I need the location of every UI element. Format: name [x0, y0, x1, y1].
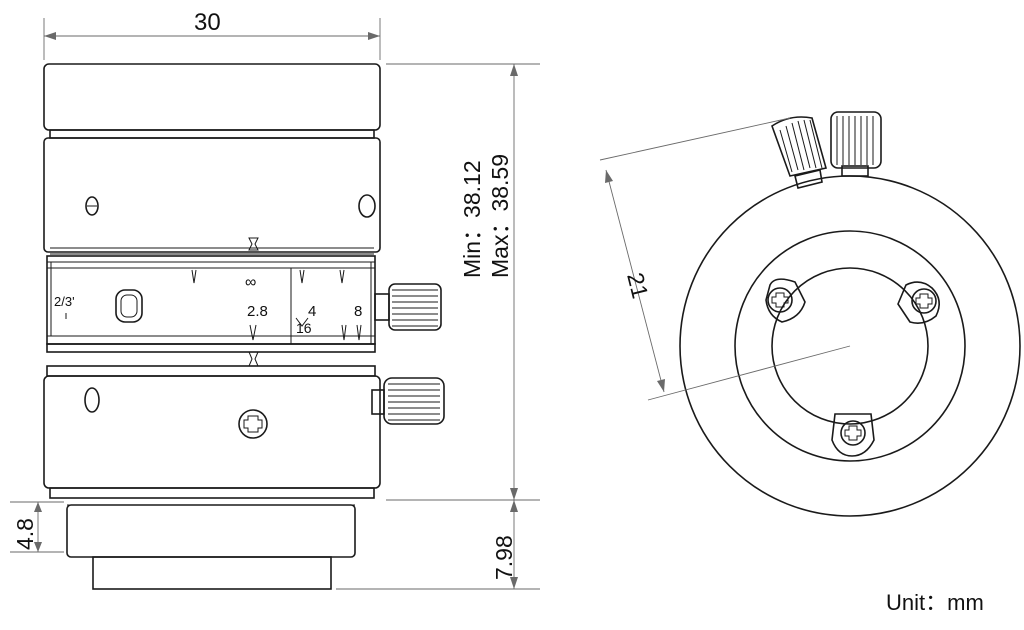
format-label: 2/3'	[54, 294, 75, 309]
rear-barrel	[92, 556, 332, 590]
clamp-screw-right	[897, 281, 940, 324]
flange-ring	[734, 230, 966, 462]
upper-body	[43, 137, 381, 253]
unit-label: Unit：mm	[886, 590, 984, 615]
back-length-dimension: 7.98	[491, 535, 517, 580]
lens-rear-view: 21	[599, 111, 1021, 517]
aperture-8: 8	[354, 303, 362, 320]
diameter-dimension: 21	[622, 270, 653, 301]
width-dimension: 30	[194, 9, 221, 36]
infinity-mark: ∞	[245, 274, 256, 291]
length-min-dimension: Min：38.12	[459, 160, 485, 278]
aperture-2-8: 2.8	[247, 303, 268, 320]
rear-knob-left	[771, 116, 827, 189]
locking-knob-lower	[371, 377, 445, 425]
scale-ring	[46, 255, 376, 345]
aperture-16: 16	[296, 320, 312, 336]
c-mount	[66, 504, 356, 558]
lower-body	[43, 375, 381, 489]
clamp-screw-left	[765, 278, 806, 323]
lens-side-view: 2/3' ∞ 2.8 4 8 16	[43, 63, 445, 590]
locking-knob-upper	[374, 283, 442, 331]
mount-height-dimension: 4.8	[12, 518, 38, 550]
side-view-dimensions: 30 Min：38.12 Max：38.59 7.98 4.8	[10, 9, 540, 590]
length-max-dimension: Max：38.59	[487, 154, 513, 278]
front-ring	[43, 63, 381, 131]
rear-knob-right	[830, 111, 882, 177]
clamp-screw-bottom	[831, 413, 875, 457]
aperture-4: 4	[308, 303, 316, 320]
aperture-opening	[771, 267, 929, 425]
